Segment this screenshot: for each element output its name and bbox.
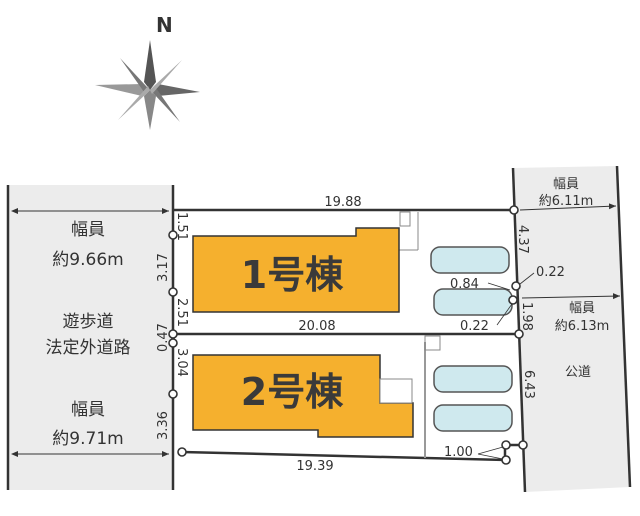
left-road-width-bottom-value: 約9.71m <box>52 429 123 449</box>
car-icon <box>433 365 513 393</box>
dim-right-1: 4.37 <box>515 225 530 254</box>
dim-lot-divider: 20.08 <box>298 319 335 334</box>
dim-lot1-top: 19.88 <box>324 195 361 210</box>
car-icon <box>430 246 510 274</box>
dim-lot2-bottom: 19.39 <box>296 459 333 474</box>
north-label: N <box>156 13 173 37</box>
left-road: 幅員 約9.66m 遊歩道 法定外道路 幅員 約9.71m <box>6 185 175 490</box>
lot-boundaries <box>173 208 523 462</box>
building-1-label: 1号棟 <box>241 253 344 297</box>
right-road-width-mid-label: 幅員 <box>569 301 595 316</box>
dim-right-4: 0.22 <box>460 319 489 334</box>
dim-left-5: 3.04 <box>174 348 189 377</box>
left-road-width-top-value: 約9.66m <box>52 250 123 270</box>
dim-right-7: 1.00 <box>444 445 473 460</box>
left-road-width-top-label: 幅員 <box>71 220 105 240</box>
boundary-points <box>168 205 528 465</box>
right-road: 幅員 約6.11m 幅員 約6.13m 公道 <box>511 165 632 493</box>
dim-left-3: 2.51 <box>174 298 189 327</box>
building-2-label: 2号棟 <box>241 370 344 414</box>
dim-right-6: 6.43 <box>521 370 536 399</box>
right-road-width-top-label: 幅員 <box>553 177 579 192</box>
building-1: 1号棟 <box>192 227 400 313</box>
car-icon <box>433 288 513 316</box>
building-2: 2号棟 <box>192 354 414 438</box>
dim-right-2: 0.22 <box>536 265 565 280</box>
dim-right-3: 0.84 <box>450 277 479 292</box>
dimension-labels: 19.88 20.08 19.39 1.51 3.17 2.51 0.47 3.… <box>156 195 565 474</box>
right-road-type: 公道 <box>565 365 591 380</box>
car-icon <box>433 404 513 432</box>
dim-left-1: 1.51 <box>174 212 189 241</box>
dim-left-6: 3.36 <box>156 411 171 440</box>
dim-left-4: 0.47 <box>156 323 171 352</box>
left-road-type-line1: 遊歩道 <box>63 312 114 332</box>
dim-right-5: 1.98 <box>519 302 534 331</box>
right-road-width-top-value: 約6.11m <box>539 194 594 209</box>
left-road-width-bottom-label: 幅員 <box>71 400 105 420</box>
compass-icon: N <box>95 13 200 130</box>
left-road-type-line2: 法定外道路 <box>46 338 131 358</box>
parking-cars <box>430 246 513 432</box>
right-road-width-mid-value: 約6.13m <box>555 319 610 334</box>
dim-left-2: 3.17 <box>156 253 171 282</box>
